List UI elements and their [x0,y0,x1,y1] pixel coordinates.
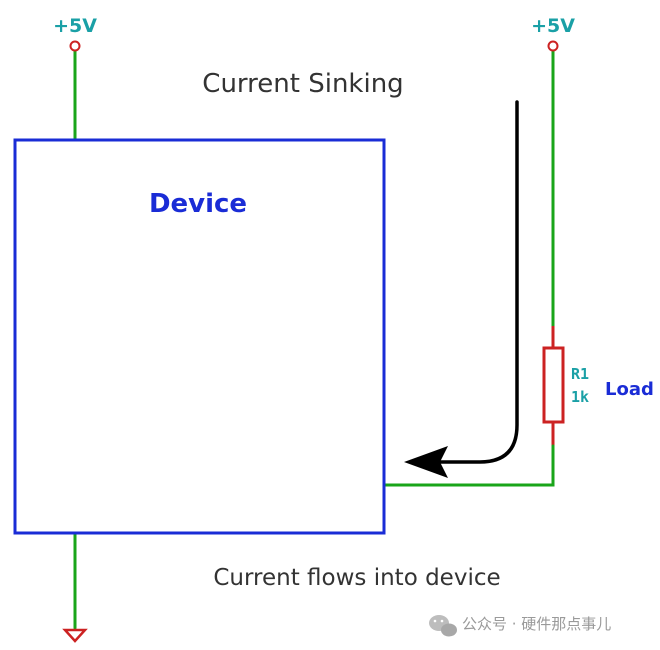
current-flow-arrow [438,100,519,464]
ground-symbol-icon [62,628,88,643]
left-supply-terminal [69,40,81,52]
resistor-value-label: 1k [571,388,589,406]
wechat-icon [429,615,457,637]
left-supply-label: +5V [53,15,97,37]
watermark-text: 公众号 · 硬件那点事儿 [462,615,611,633]
resistor-ref-label: R1 [571,365,589,383]
current-flow-arrowhead-icon [404,446,448,478]
diagram-title: Current Sinking [202,69,403,99]
load-label: Load [605,379,654,400]
right-supply-terminal [547,40,559,52]
resistor-r1 [542,346,565,424]
right-supply-label: +5V [531,15,575,37]
load-return-wire [382,444,555,487]
device-box [13,138,386,535]
device-label: Device [149,189,247,219]
watermark: 公众号 · 硬件那点事儿 [429,615,611,637]
diagram-caption: Current flows into device [213,565,500,591]
